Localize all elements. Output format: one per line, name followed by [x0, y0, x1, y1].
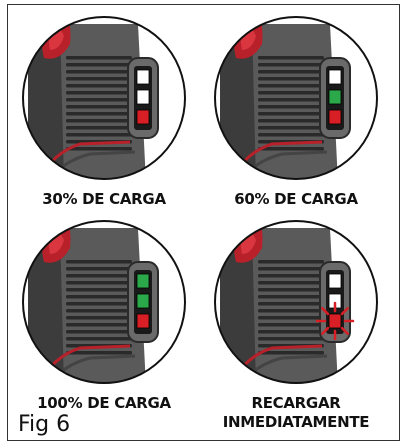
caption-60: 60% DE CARGA	[234, 190, 358, 208]
grip-ridge	[66, 323, 132, 327]
grip-ridge	[258, 63, 324, 67]
grip-ridge	[258, 91, 324, 95]
led-white	[328, 69, 342, 85]
led-red	[328, 109, 342, 125]
grip-ridge	[66, 112, 132, 116]
figure-label: Fig 6	[18, 412, 71, 437]
grip-ridge	[258, 281, 324, 285]
caption-30: 30% DE CARGA	[42, 190, 166, 208]
grip-ridge	[258, 147, 324, 151]
grip-ridge	[258, 112, 324, 116]
grip-ridge	[66, 302, 132, 306]
grip-ridge	[258, 133, 324, 137]
battery-panel-30	[20, 14, 188, 182]
grip-ridge	[66, 274, 132, 278]
grip-ridge	[66, 84, 132, 88]
battery-panel-60	[212, 14, 380, 182]
grip-ridge	[258, 119, 324, 123]
battery-panel-100	[20, 218, 188, 386]
grip-ridge	[66, 119, 132, 123]
grip-ridge	[258, 330, 324, 334]
grip-ridge	[258, 267, 324, 271]
grip-ridge	[66, 295, 132, 299]
grip-ridge	[258, 98, 324, 102]
grip-ridge	[66, 98, 132, 102]
battery-panel-recharge	[212, 218, 380, 386]
grip-ridge	[258, 288, 324, 292]
led-green	[136, 273, 150, 289]
grip-ridge	[66, 105, 132, 109]
blink-ray	[321, 307, 330, 316]
grip-ridge	[66, 77, 132, 81]
grip-ridge	[66, 91, 132, 95]
grip-ridge	[258, 105, 324, 109]
led-green	[136, 293, 150, 309]
grip-ridge	[258, 337, 324, 341]
grip-ridge	[66, 309, 132, 313]
battery-indicator-illustration	[22, 220, 186, 384]
grip-ridge	[258, 316, 324, 320]
grip-ridge	[258, 84, 324, 88]
blink-ray	[321, 326, 330, 335]
led-green	[328, 89, 342, 105]
grip-ridge	[66, 56, 132, 60]
grip-ridge	[66, 63, 132, 67]
led-white	[136, 89, 150, 105]
caption-recharge-line2: INMEDIATAMENTE	[222, 413, 370, 431]
grip-ridge	[66, 70, 132, 74]
led-white	[136, 69, 150, 85]
grip-ridge	[258, 302, 324, 306]
led-red	[328, 313, 342, 329]
grip-ridge	[258, 295, 324, 299]
magnifier-circle	[22, 220, 186, 384]
grip-ridge	[258, 70, 324, 74]
grip-ridge	[258, 309, 324, 313]
led-white	[328, 273, 342, 289]
grip-ridge	[66, 288, 132, 292]
caption-100: 100% DE CARGA	[37, 394, 171, 412]
battery-indicator-illustration	[214, 16, 378, 180]
battery-indicator-illustration	[214, 220, 378, 384]
magnifier-circle	[214, 16, 378, 180]
grip-ridge	[66, 260, 132, 264]
blink-ray	[340, 326, 349, 335]
magnifier-circle	[214, 220, 378, 384]
grip-ridge	[66, 351, 132, 355]
magnifier-circle	[22, 16, 186, 180]
grip-ridge	[66, 267, 132, 271]
grip-ridge	[66, 337, 132, 341]
grip-ridge	[66, 281, 132, 285]
grip-ridge	[258, 260, 324, 264]
grip-ridge	[258, 323, 324, 327]
grip-ridge	[258, 126, 324, 130]
battery-indicator-illustration	[22, 16, 186, 180]
grip-ridge	[258, 77, 324, 81]
grip-ridge	[66, 133, 132, 137]
grip-ridge	[66, 330, 132, 334]
grip-ridge	[66, 316, 132, 320]
caption-recharge-line1: RECARGAR	[251, 394, 341, 412]
grip-ridge	[66, 126, 132, 130]
led-red	[136, 313, 150, 329]
blink-ray	[340, 307, 349, 316]
grip-ridge	[258, 56, 324, 60]
grip-ridge	[258, 274, 324, 278]
grip-ridge	[66, 147, 132, 151]
grip-ridge	[258, 351, 324, 355]
led-red	[136, 109, 150, 125]
